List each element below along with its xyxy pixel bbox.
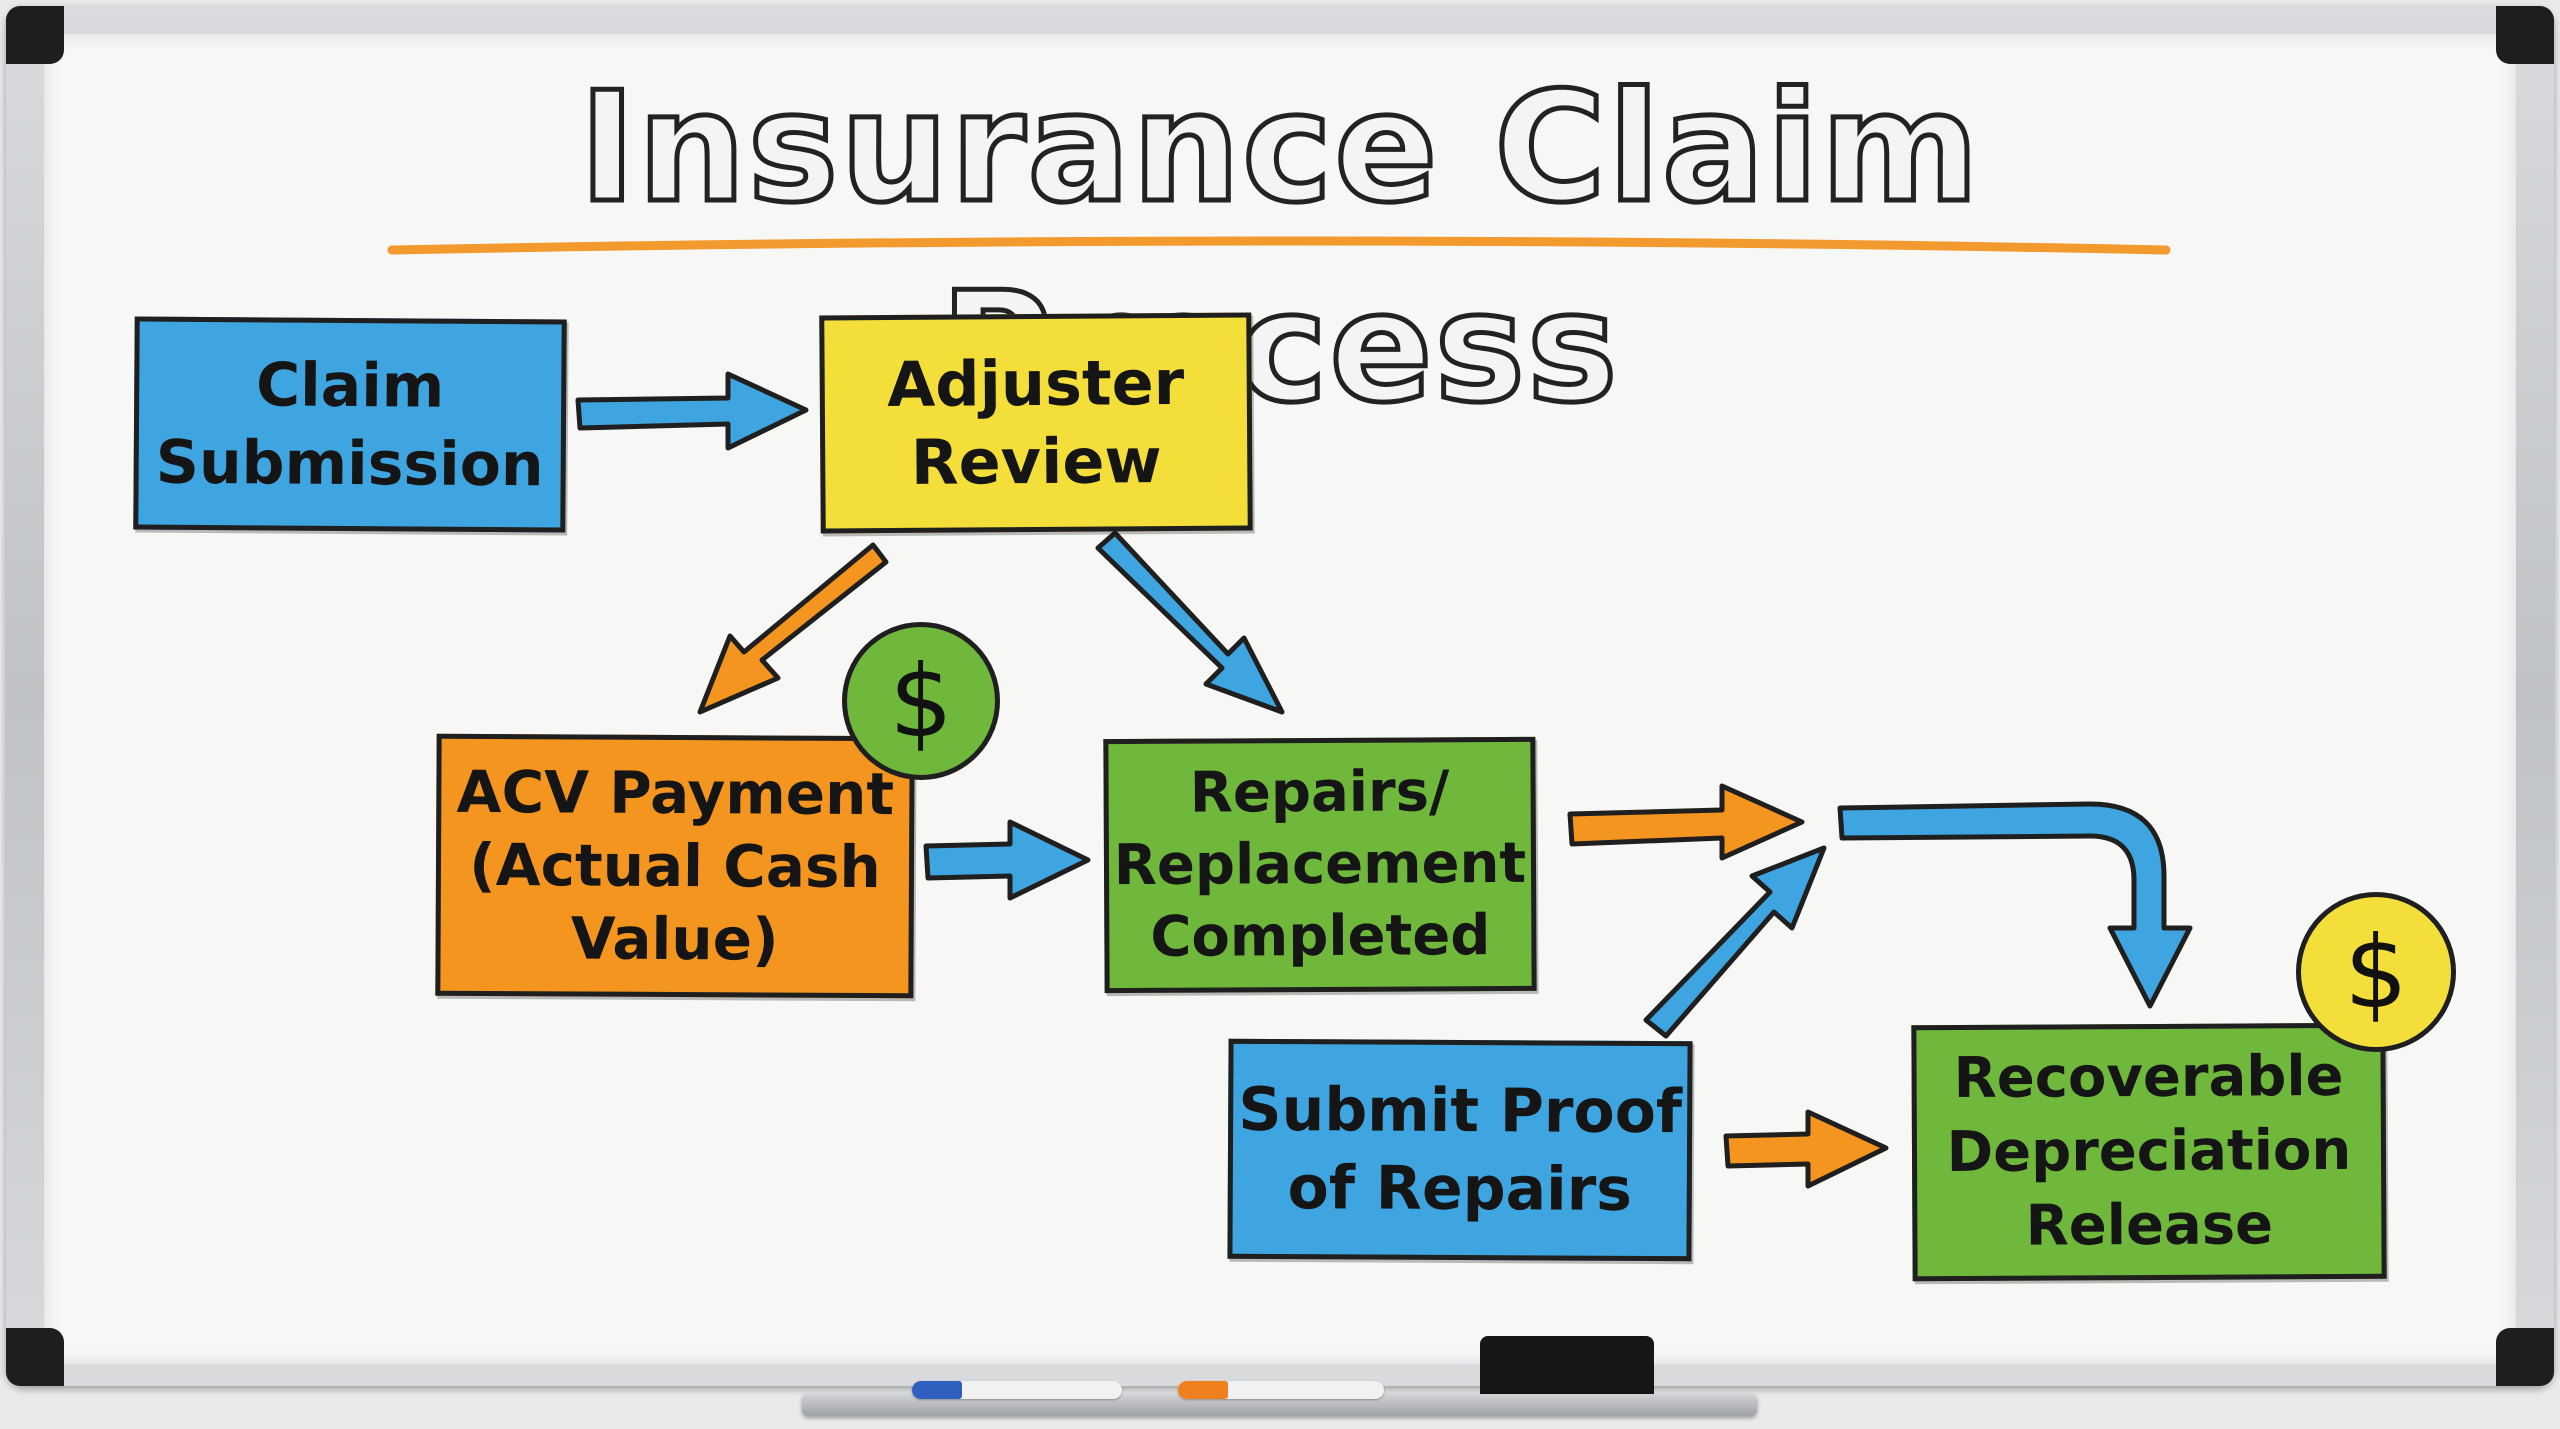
marker-cap [912,1381,962,1399]
step-claim-submission: Claim Submission [133,316,567,533]
frame-corner [6,1328,64,1386]
frame-corner [2496,6,2554,64]
arrow-proof-to-release [1723,1109,1889,1189]
arrow-acv-to-repairs [923,819,1091,901]
arrow-repairs-to-junction [1567,783,1805,861]
step-repairs-completed: Repairs/ Replacement Completed [1103,736,1537,994]
arrow-junction-to-release [1837,801,2193,1009]
step-label: Recoverable Depreciation Release [1946,1043,2352,1259]
dollar-icon: $ [842,622,1000,780]
step-acv-payment: ACV Payment (Actual Cash Value) [435,733,915,999]
arrow-review-to-acv [697,542,889,715]
frame-corner [6,6,64,64]
blue-marker[interactable] [912,1381,1122,1399]
step-depreciation-release: Recoverable Depreciation Release [1911,1022,2387,1282]
title-underline [387,236,2171,255]
frame-corner [2496,1328,2554,1386]
arrow-proof-to-junction [1643,845,1827,1039]
arrow-review-to-repairs [1095,530,1285,715]
step-submit-proof: Submit Proof of Repairs [1227,1038,1693,1262]
dollar-icon: $ [2296,892,2456,1052]
step-label: Claim Submission [155,349,544,500]
step-adjuster-review: Adjuster Review [819,312,1253,534]
step-label: ACV Payment (Actual Cash Value) [456,757,895,974]
marker-tray [802,1394,1757,1416]
marker-cap [1178,1381,1228,1399]
arrow-submission-to-review [575,371,809,451]
step-label: Repairs/ Replacement Completed [1113,759,1527,970]
eraser[interactable] [1480,1336,1654,1402]
step-label: Adjuster Review [887,345,1185,499]
orange-marker[interactable] [1178,1381,1384,1399]
step-label: Submit Proof of Repairs [1238,1074,1683,1225]
